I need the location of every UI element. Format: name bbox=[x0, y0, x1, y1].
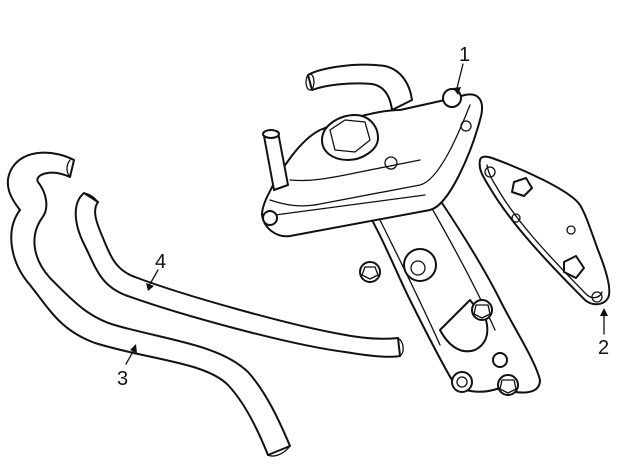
hose-part-3 bbox=[6, 151, 291, 457]
leader-lines bbox=[125, 63, 608, 365]
callout-3: 3 bbox=[117, 368, 128, 390]
hose-part-4 bbox=[74, 192, 404, 358]
callout-4: 4 bbox=[155, 251, 166, 273]
leader-1 bbox=[456, 63, 464, 89]
gasket-part-2 bbox=[478, 155, 611, 306]
arrowhead-4 bbox=[146, 283, 154, 291]
housing-part-1 bbox=[261, 63, 541, 396]
arrowhead-1 bbox=[453, 87, 461, 95]
arrowhead-2 bbox=[600, 308, 608, 316]
arrowhead-3 bbox=[130, 344, 137, 353]
callout-2: 2 bbox=[598, 337, 609, 359]
leader-3 bbox=[125, 349, 135, 365]
callout-1: 1 bbox=[459, 44, 470, 66]
leader-4 bbox=[149, 269, 159, 285]
